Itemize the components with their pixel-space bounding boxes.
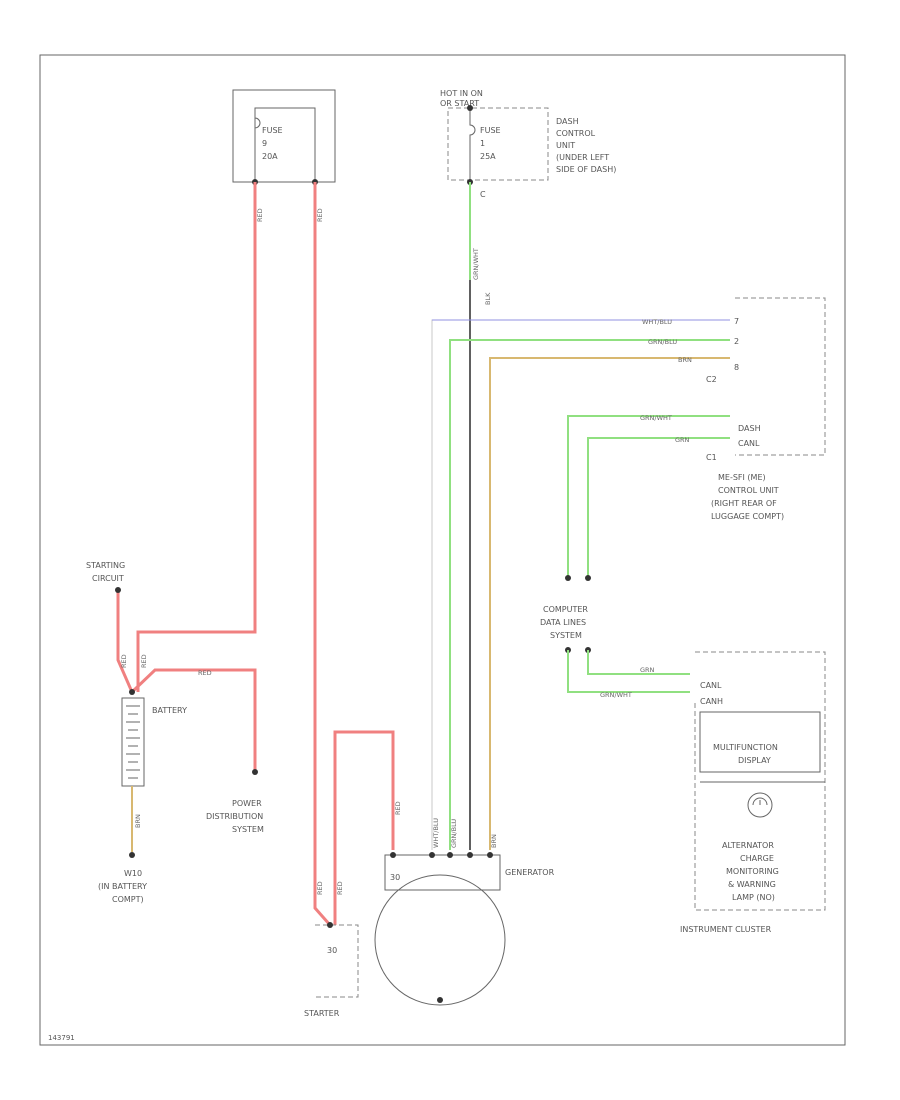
dash-control-unit-line4: (UNDER LEFT xyxy=(556,153,609,162)
starting-circuit-line2: CIRCUIT xyxy=(92,574,124,583)
fuse-box-9: FUSE 9 20A xyxy=(232,89,336,185)
power-distribution-line2: DISTRIBUTION xyxy=(206,812,263,821)
control-unit-pin-canl: CANL xyxy=(738,439,760,448)
wire-label-red-starter-a: RED xyxy=(316,881,324,895)
wire-label-fuse1-out: GRN/WHT xyxy=(472,248,480,280)
ground-w10-icon xyxy=(129,852,135,858)
warning-lamp-line3: MONITORING xyxy=(726,867,779,876)
control-unit-label-line3: (RIGHT REAR OF xyxy=(711,499,777,508)
ground-label-line1: W10 xyxy=(124,869,142,878)
starter: 30 STARTER xyxy=(304,922,359,1018)
dash-control-unit-line3: UNIT xyxy=(556,141,575,150)
wire-label-red-generator: RED xyxy=(394,801,402,815)
wire-label-red-battery-a: RED xyxy=(120,654,128,668)
warning-lamp-line1: ALTERNATOR xyxy=(722,841,774,850)
fuse-9-number: 9 xyxy=(262,139,267,148)
warning-lamp-line4: & WARNING xyxy=(728,880,776,889)
fuse-1-dash-control-unit: HOT IN ON OR START FUSE 1 25A DASH CONTR… xyxy=(440,89,616,199)
wire-label-can-grn-wht-top: GRN/WHT xyxy=(640,414,672,422)
generator-pin-30: 30 xyxy=(390,873,400,882)
wire-label-brn-ground: BRN xyxy=(134,814,142,828)
wire-label-blk: BLK xyxy=(484,292,492,305)
fuse-1-rating: 25A xyxy=(480,152,496,161)
computer-data-lines-line1: COMPUTER xyxy=(543,605,588,614)
wire-label-cluster-grn-wht: GRN/WHT xyxy=(600,691,632,699)
generator: 30 GENERATOR xyxy=(374,852,555,1006)
dash-control-unit-line1: DASH xyxy=(556,117,579,126)
fuse-1-label: FUSE xyxy=(480,126,501,135)
computer-data-lines-line2: DATA LINES xyxy=(540,618,586,627)
ground-label-line3: COMPT) xyxy=(112,895,144,904)
wire-label-can-grn-top: GRN xyxy=(675,436,690,444)
control-unit-pin-2: 2 xyxy=(734,337,739,346)
fuse-9-rating: 20A xyxy=(262,152,278,161)
control-unit-label-line2: CONTROL UNIT xyxy=(718,486,779,495)
wire-label-red-fuse9-right: RED xyxy=(316,208,324,222)
control-unit-pin-8: 8 xyxy=(734,363,739,372)
fuse-1-pin-c: C xyxy=(480,190,486,199)
wire-label-wht-blu-bottom: WHT/BLU xyxy=(432,818,440,848)
red-wires: RED RED RED RED RED RED RED RED xyxy=(116,182,402,926)
battery-label: BATTERY xyxy=(152,706,187,715)
instrument-cluster: CANL CANH MULTIFUNCTION DISPLAY ALTERNAT… xyxy=(680,651,826,934)
wire-label-wht-blu-top: WHT/BLU xyxy=(642,318,672,326)
power-distribution: POWER DISTRIBUTION SYSTEM xyxy=(206,769,264,834)
warning-lamp-line2: CHARGE xyxy=(740,854,774,863)
starter-pin-30: 30 xyxy=(327,946,337,955)
dash-control-unit-line5: SIDE OF DASH) xyxy=(556,165,616,174)
power-distribution-line3: SYSTEM xyxy=(232,825,264,834)
multifunction-display xyxy=(699,711,821,773)
or-start-label: OR START xyxy=(440,99,479,108)
diagram-frame xyxy=(39,54,846,1046)
me-sfi-control-unit: 7 2 8 C2 DASH CANL C1 ME-SFI (ME) CONTRO… xyxy=(706,297,826,521)
wire-label-grn-blu-top: GRN/BLU xyxy=(648,338,677,346)
wire-label-red-battery-b: RED xyxy=(140,654,148,668)
control-unit-pin-dash: DASH xyxy=(738,424,761,433)
fuse-9-label: FUSE xyxy=(262,126,283,135)
cluster-pin-canh: CANH xyxy=(700,697,723,706)
warning-lamp-icon xyxy=(747,792,773,818)
control-unit-signal-wires: WHT/BLU GRN/BLU BRN WHT/BLU GRN/BLU BRN xyxy=(431,318,730,850)
hot-in-on-label: HOT IN ON xyxy=(440,89,483,98)
can-bus-wires: GRN/WHT GRN COMPUTER DATA LINES SYSTEM G… xyxy=(540,414,730,699)
wire-label-brn-bottom: BRN xyxy=(490,834,498,848)
starter-label: STARTER xyxy=(304,1009,340,1018)
wire-label-cluster-grn: GRN xyxy=(640,666,655,674)
wire-label-red-fuse9-left: RED xyxy=(256,208,264,222)
warning-lamp-line5: LAMP (NO) xyxy=(732,893,775,902)
fuse-1-output-wires: GRN/WHT BLK xyxy=(469,182,492,850)
multifunction-display-line1: MULTIFUNCTION xyxy=(713,743,778,752)
diagram-id: 143791 xyxy=(48,1034,75,1042)
battery-section: STARTING CIRCUIT BATTERY BRN W10 (IN BAT… xyxy=(86,561,187,904)
wire-label-brn-top: BRN xyxy=(678,356,692,364)
wire-label-grn-blu-bottom: GRN/BLU xyxy=(450,819,458,848)
dash-control-unit-line2: CONTROL xyxy=(556,129,596,138)
control-unit-label-line4: LUGGAGE COMPT) xyxy=(711,512,784,521)
power-distribution-line1: POWER xyxy=(232,799,262,808)
instrument-cluster-label: INSTRUMENT CLUSTER xyxy=(680,925,772,934)
starting-circuit-line1: STARTING xyxy=(86,561,125,570)
control-unit-pin-7: 7 xyxy=(734,317,739,326)
control-unit-c2-label: C2 xyxy=(706,375,717,384)
control-unit-c1-label: C1 xyxy=(706,453,717,462)
fuse-1-number: 1 xyxy=(480,139,485,148)
battery-symbol xyxy=(121,697,145,787)
cluster-pin-canl: CANL xyxy=(700,681,722,690)
computer-data-lines-line3: SYSTEM xyxy=(550,631,582,640)
wire-label-red-starter-b: RED xyxy=(336,881,344,895)
multifunction-display-line2: DISPLAY xyxy=(738,756,771,765)
ground-label-line2: (IN BATTERY xyxy=(98,882,147,891)
control-unit-label-line1: ME-SFI (ME) xyxy=(718,473,766,482)
wire-label-red-battery-pd: RED xyxy=(198,669,212,677)
generator-label: GENERATOR xyxy=(505,868,555,877)
